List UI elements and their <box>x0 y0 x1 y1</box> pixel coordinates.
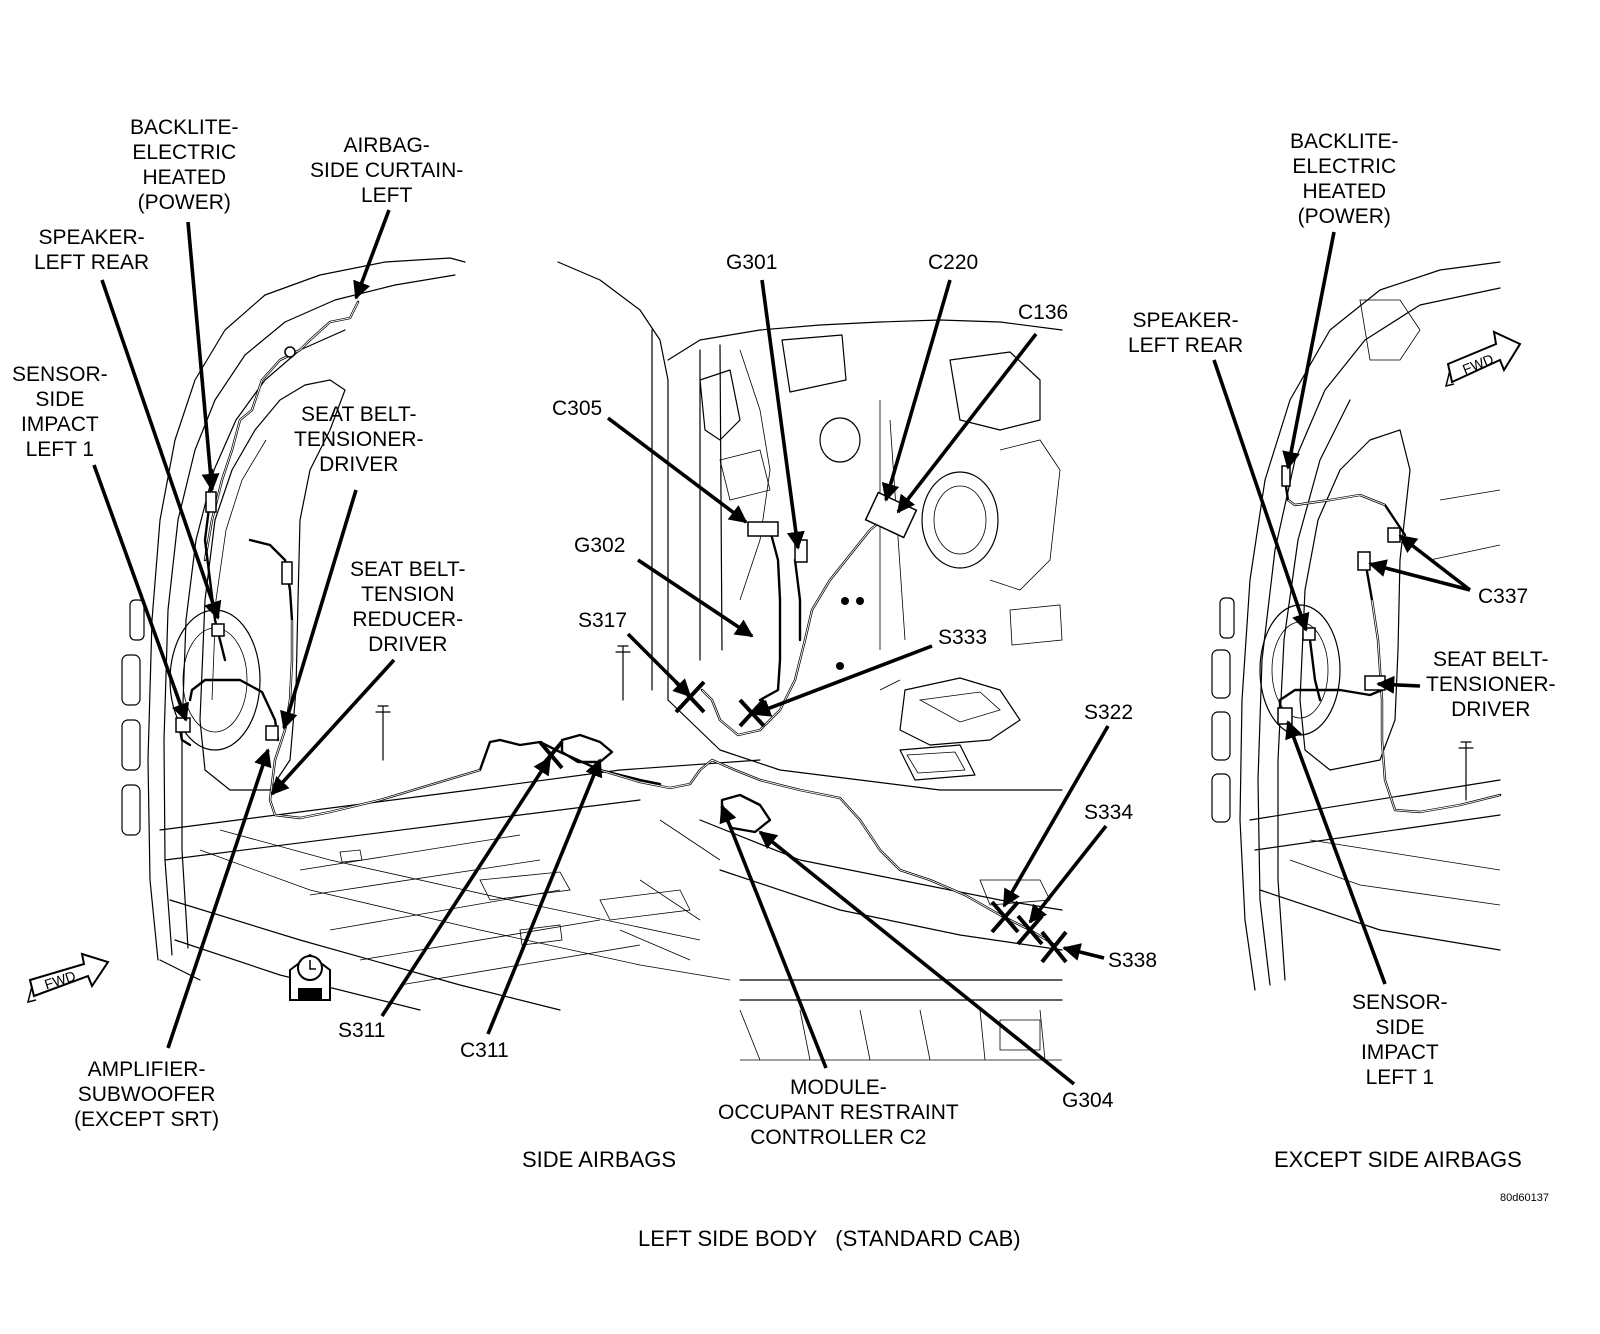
leader-s334 <box>1028 824 1108 924</box>
label-speaker-left: SPEAKER- LEFT REAR <box>34 226 150 274</box>
figure-id: 80d60137 <box>1500 1192 1549 1204</box>
harness-right <box>1277 465 1502 814</box>
caption-except-side-airbags: EXCEPT SIDE AIRBAGS <box>1274 1147 1522 1172</box>
leader-amplifier <box>166 748 272 1049</box>
leader-g301 <box>760 279 805 550</box>
splice-marks <box>538 680 1068 964</box>
label-seatbelt-tensioner-right: SEAT BELT- TENSIONER- DRIVER <box>1426 648 1556 721</box>
leader-speaker-right <box>1212 359 1310 632</box>
leader-g304 <box>758 830 1076 1086</box>
leader-tensioner-left <box>280 489 358 730</box>
leader-g302 <box>637 558 754 638</box>
label-sensor-right: SENSOR- SIDE IMPACT LEFT 1 <box>1352 991 1448 1089</box>
leader-c305 <box>606 416 748 524</box>
leader-sensor-left <box>92 464 189 722</box>
leader-backlite-right <box>1282 231 1336 470</box>
leader-c337-a <box>1398 534 1472 592</box>
harness-center <box>375 491 1474 947</box>
leader-airbag-curtain <box>353 209 391 300</box>
view-symbol-icon <box>289 953 331 1001</box>
label-backlite-left: BACKLITE- ELECTRIC HEATED (POWER) <box>130 116 239 214</box>
label-s317: S317 <box>578 609 628 632</box>
leader-c311 <box>486 758 603 1035</box>
label-speaker-right: SPEAKER- LEFT REAR <box>1128 309 1244 357</box>
leader-s311 <box>380 756 552 1017</box>
label-seatbelt-tensioner-left: SEAT BELT- TENSIONER- DRIVER <box>294 403 424 476</box>
leader-s317 <box>626 632 692 698</box>
label-c136: C136 <box>1018 301 1069 324</box>
label-s333: S333 <box>938 626 988 649</box>
leader-s333 <box>752 644 933 717</box>
label-s334: S334 <box>1084 801 1134 824</box>
label-g302: G302 <box>574 534 626 557</box>
leader-backlite-left <box>186 221 220 492</box>
label-c337: C337 <box>1478 585 1529 608</box>
label-s311: S311 <box>338 1019 386 1042</box>
harness-left-side <box>175 300 662 820</box>
leader-s322 <box>1002 725 1110 908</box>
fwd-arrow-left-icon <box>26 952 110 1004</box>
label-s338: S338 <box>1108 949 1158 972</box>
leader-c136 <box>896 332 1038 514</box>
label-g304: G304 <box>1062 1089 1114 1112</box>
leader-lines <box>92 209 1472 1086</box>
leader-tensioner-right <box>1376 675 1421 694</box>
fwd-arrow-right-icon <box>1444 330 1522 388</box>
label-s322: S322 <box>1084 701 1134 724</box>
caption-side-airbags: SIDE AIRBAGS <box>522 1147 677 1172</box>
label-c305: C305 <box>552 397 603 420</box>
leader-speaker-left <box>100 279 222 620</box>
leader-c337-b <box>1368 559 1471 592</box>
label-airbag-curtain: AIRBAG- SIDE CURTAIN- LEFT <box>310 134 464 207</box>
leader-s338 <box>1062 943 1105 961</box>
label-sensor-left: SENSOR- SIDE IMPACT LEFT 1 <box>12 363 108 461</box>
leader-sensor-right <box>1285 720 1387 985</box>
label-c220: C220 <box>928 251 979 274</box>
label-c311: C311 <box>460 1039 509 1062</box>
leader-c220 <box>881 279 952 502</box>
main-title: LEFT SIDE BODY (STANDARD CAB) <box>638 1226 1021 1251</box>
leader-reducer <box>270 658 396 796</box>
label-backlite-right: BACKLITE- ELECTRIC HEATED (POWER) <box>1290 130 1399 228</box>
label-g301: G301 <box>726 251 778 274</box>
center-body-structure <box>557 261 1063 1061</box>
label-amplifier: AMPLIFIER- SUBWOOFER (EXCEPT SRT) <box>74 1058 220 1131</box>
leader-module <box>719 804 828 1069</box>
right-body-structure <box>1211 261 1501 991</box>
label-seatbelt-reducer: SEAT BELT- TENSION REDUCER- DRIVER <box>350 558 466 656</box>
label-module: MODULE- OCCUPANT RESTRAINT CONTROLLER C2 <box>718 1076 959 1149</box>
